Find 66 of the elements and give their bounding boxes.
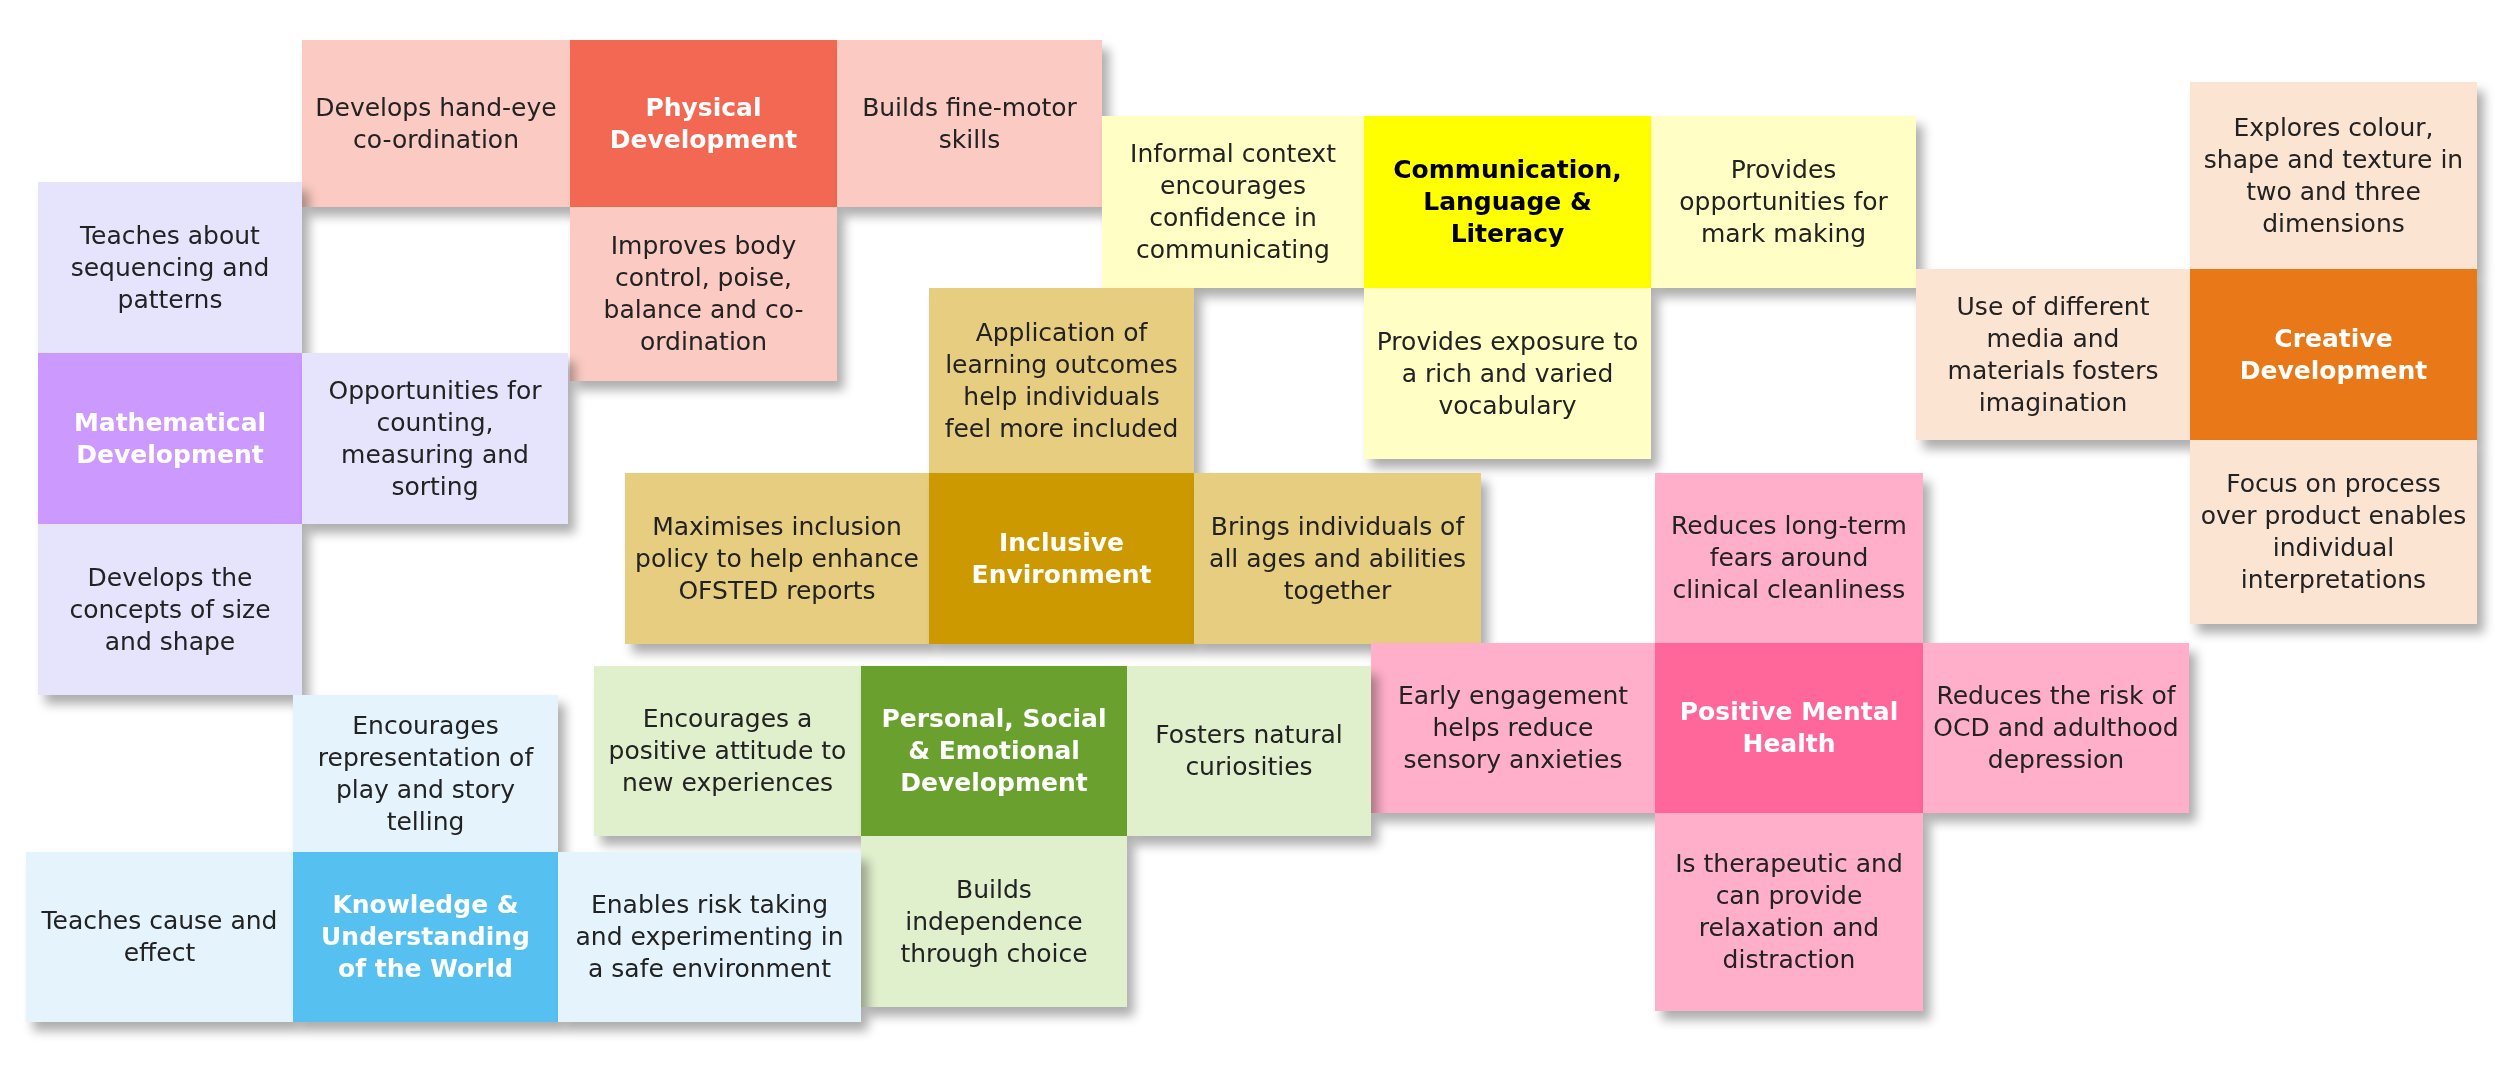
benefit-text: Focus on process over product enables individual interpretations [2200, 468, 2467, 596]
benefit-tile [1127, 666, 1371, 836]
area-heading: Communication, Language & Literacy [1392, 154, 1623, 250]
benefit-text: Use of different media and materials fosters imagination [1946, 290, 2160, 419]
benefit-tile [1923, 643, 2189, 813]
benefit-text: Builds independence through choice [899, 873, 1089, 970]
area-heading: Knowledge & Understanding of the World [320, 889, 531, 985]
benefit-tile [1364, 288, 1651, 459]
area-heading-tile [38, 353, 302, 524]
benefit-text: Develops the concepts of size and shape [68, 561, 272, 658]
area-heading: Mathematical Development [72, 406, 268, 471]
area-heading: Positive Mental Health [1678, 696, 1900, 760]
benefit-tile [302, 353, 568, 524]
benefit-tile [26, 852, 293, 1022]
area-heading: Physical Development [608, 91, 799, 156]
area-heading-tile [929, 473, 1194, 644]
benefit-text: Provides opportunities for mark making [1678, 154, 1889, 250]
benefit-text: Early engagement helps reduce sensory anxieties [1396, 680, 1630, 776]
benefit-tile [1916, 269, 2190, 440]
benefit-tile [2190, 440, 2477, 624]
benefit-text: Reduces the risk of OCD and adulthood depression [1933, 680, 2179, 776]
area-heading-tile [2190, 269, 2477, 440]
benefit-tile [861, 836, 1127, 1007]
benefit-tile [293, 695, 558, 852]
benefit-tile [1102, 116, 1364, 288]
benefit-text: Explores colour, shape and texture in two and three dimensions [2202, 111, 2465, 240]
benefit-tile [625, 473, 929, 644]
benefit-tile [302, 40, 570, 207]
benefit-text: Reduces long-term fears around clinical cleanliness [1670, 510, 1908, 606]
benefit-tile [837, 40, 1102, 207]
benefit-text: Encourages a positive attitude to new experiences [607, 703, 848, 799]
benefit-tile [1371, 643, 1655, 813]
benefit-text: Enables risk taking and experimenting in a safe environment [574, 889, 845, 985]
benefit-tile [1655, 473, 1923, 643]
benefit-tile [594, 666, 861, 836]
benefit-tile [929, 288, 1194, 473]
benefit-tile [2190, 82, 2477, 269]
benefit-text: Improves body control, poise, balance and co-ordination [602, 230, 805, 358]
benefit-tile [38, 524, 302, 695]
benefit-text: Is therapeutic and can provide relaxation and distraction [1674, 848, 1904, 976]
benefit-text: Builds fine-motor skills [861, 91, 1078, 156]
area-heading: Creative Development [2238, 322, 2429, 387]
area-heading: Inclusive Environment [970, 526, 1153, 591]
benefit-text: Fosters natural curiosities [1154, 719, 1344, 783]
area-heading-tile [570, 40, 837, 207]
benefit-text: Provides exposure to a rich and varied vocabulary [1375, 325, 1640, 422]
area-heading-tile [293, 852, 558, 1022]
benefit-tile [570, 207, 837, 381]
area-heading-tile [1655, 643, 1923, 813]
benefit-tile [558, 852, 861, 1022]
benefit-text: Develops hand-eye co-ordination [314, 91, 558, 156]
benefit-tile [1194, 473, 1481, 644]
benefit-tile [1655, 813, 1923, 1011]
benefit-text: Teaches cause and effect [40, 905, 279, 969]
benefit-tile [1651, 116, 1916, 288]
benefit-text: Brings individuals of all ages and abilities together [1208, 510, 1467, 607]
benefit-text: Application of learning outcomes help individuals feel more included [943, 316, 1180, 445]
benefit-tile [38, 182, 302, 353]
benefit-text: Informal context encourages confidence in communicating [1129, 138, 1337, 266]
benefit-text: Maximises inclusion policy to help enhance OFSTED reports [635, 510, 919, 607]
area-heading-tile [1364, 116, 1651, 288]
area-heading-tile [861, 666, 1127, 836]
area-heading: Personal, Social & Emotional Development [880, 703, 1108, 799]
benefit-text: Encourages representation of play and story telling [316, 709, 535, 838]
benefit-text: Opportunities for counting, measuring and sorting [327, 374, 543, 503]
benefit-text: Teaches about sequencing and patterns [69, 219, 271, 316]
